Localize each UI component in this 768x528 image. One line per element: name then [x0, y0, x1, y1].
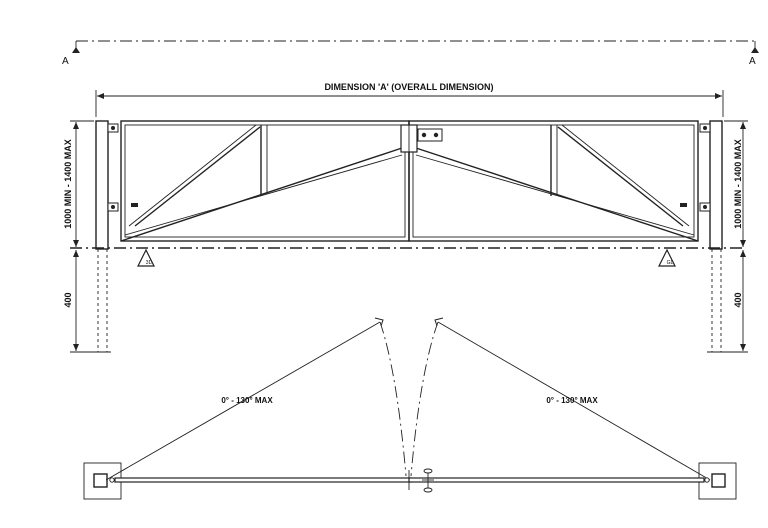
gate-post-left: [94, 120, 111, 353]
height-dimension-left: 1000 MIN - 1400 MAX: [63, 120, 94, 247]
embed-dimension-right-label: 400: [733, 292, 743, 307]
gate-leaf-left: [120, 120, 410, 242]
level-marker-left: 3D: [137, 248, 155, 267]
gate-leaf-right: [408, 120, 699, 242]
level-marker-right-tag: GL: [667, 260, 674, 266]
overall-dimension: DIMENSION 'A' (OVERALL DIMENSION): [95, 82, 724, 117]
overall-dimension-label: DIMENSION 'A' (OVERALL DIMENSION): [324, 82, 493, 92]
swing-label-left: 0° - 130° MAX: [221, 396, 273, 405]
swing-arc-right: 0° - 130° MAX: [410, 317, 711, 481]
level-marker-left-tag: 3D: [146, 260, 153, 266]
swing-label-right: 0° - 130° MAX: [546, 396, 598, 405]
height-dimension-left-label: 1000 MIN - 1400 MAX: [63, 139, 73, 229]
section-mark-left: A: [62, 56, 69, 67]
height-dimension-right: 1000 MIN - 1400 MAX: [724, 120, 748, 247]
height-dimension-right-label: 1000 MIN - 1400 MAX: [733, 139, 743, 229]
hinges-left: [107, 123, 119, 212]
section-arrow-right-icon: [751, 47, 759, 53]
embed-dimension-right: 400: [724, 250, 748, 353]
gate-post-right: [707, 120, 724, 353]
plan-post-right: [698, 462, 737, 500]
level-marker-right: GL: [658, 248, 676, 267]
hinges-right: [699, 123, 711, 212]
section-mark-right: A: [749, 56, 756, 67]
section-arrow-left-icon: [72, 47, 80, 53]
embed-dimension-left-label: 400: [63, 292, 73, 307]
embed-dimension-left: 400: [63, 250, 94, 353]
center-latch: [400, 124, 443, 153]
plan-gate-closed: [114, 468, 705, 493]
section-line: A A: [62, 40, 759, 67]
swing-arc-left: 0° - 130° MAX: [105, 317, 407, 481]
